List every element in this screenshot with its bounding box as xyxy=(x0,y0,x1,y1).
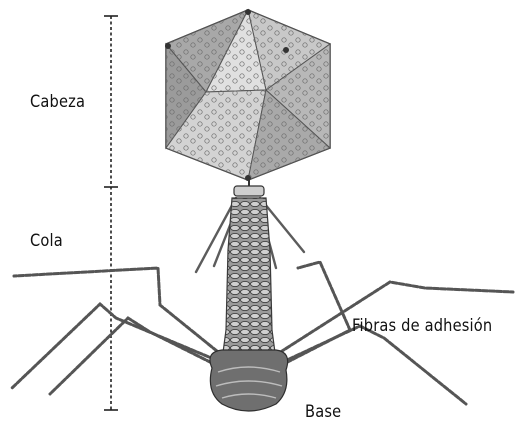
label-base: Base xyxy=(305,402,341,422)
fiber-left-upper xyxy=(14,268,228,360)
baseplate xyxy=(210,350,288,411)
label-head: Cabeza xyxy=(30,92,85,112)
tail-sheath xyxy=(222,198,276,360)
scale-axis xyxy=(104,16,118,410)
fiber-left-middle xyxy=(12,304,228,388)
label-tail: Cola xyxy=(30,231,63,251)
label-tail-fibers: Fibras de adhesión xyxy=(352,316,492,336)
capsid-head xyxy=(165,9,330,181)
fiber-right-middle xyxy=(270,326,466,404)
